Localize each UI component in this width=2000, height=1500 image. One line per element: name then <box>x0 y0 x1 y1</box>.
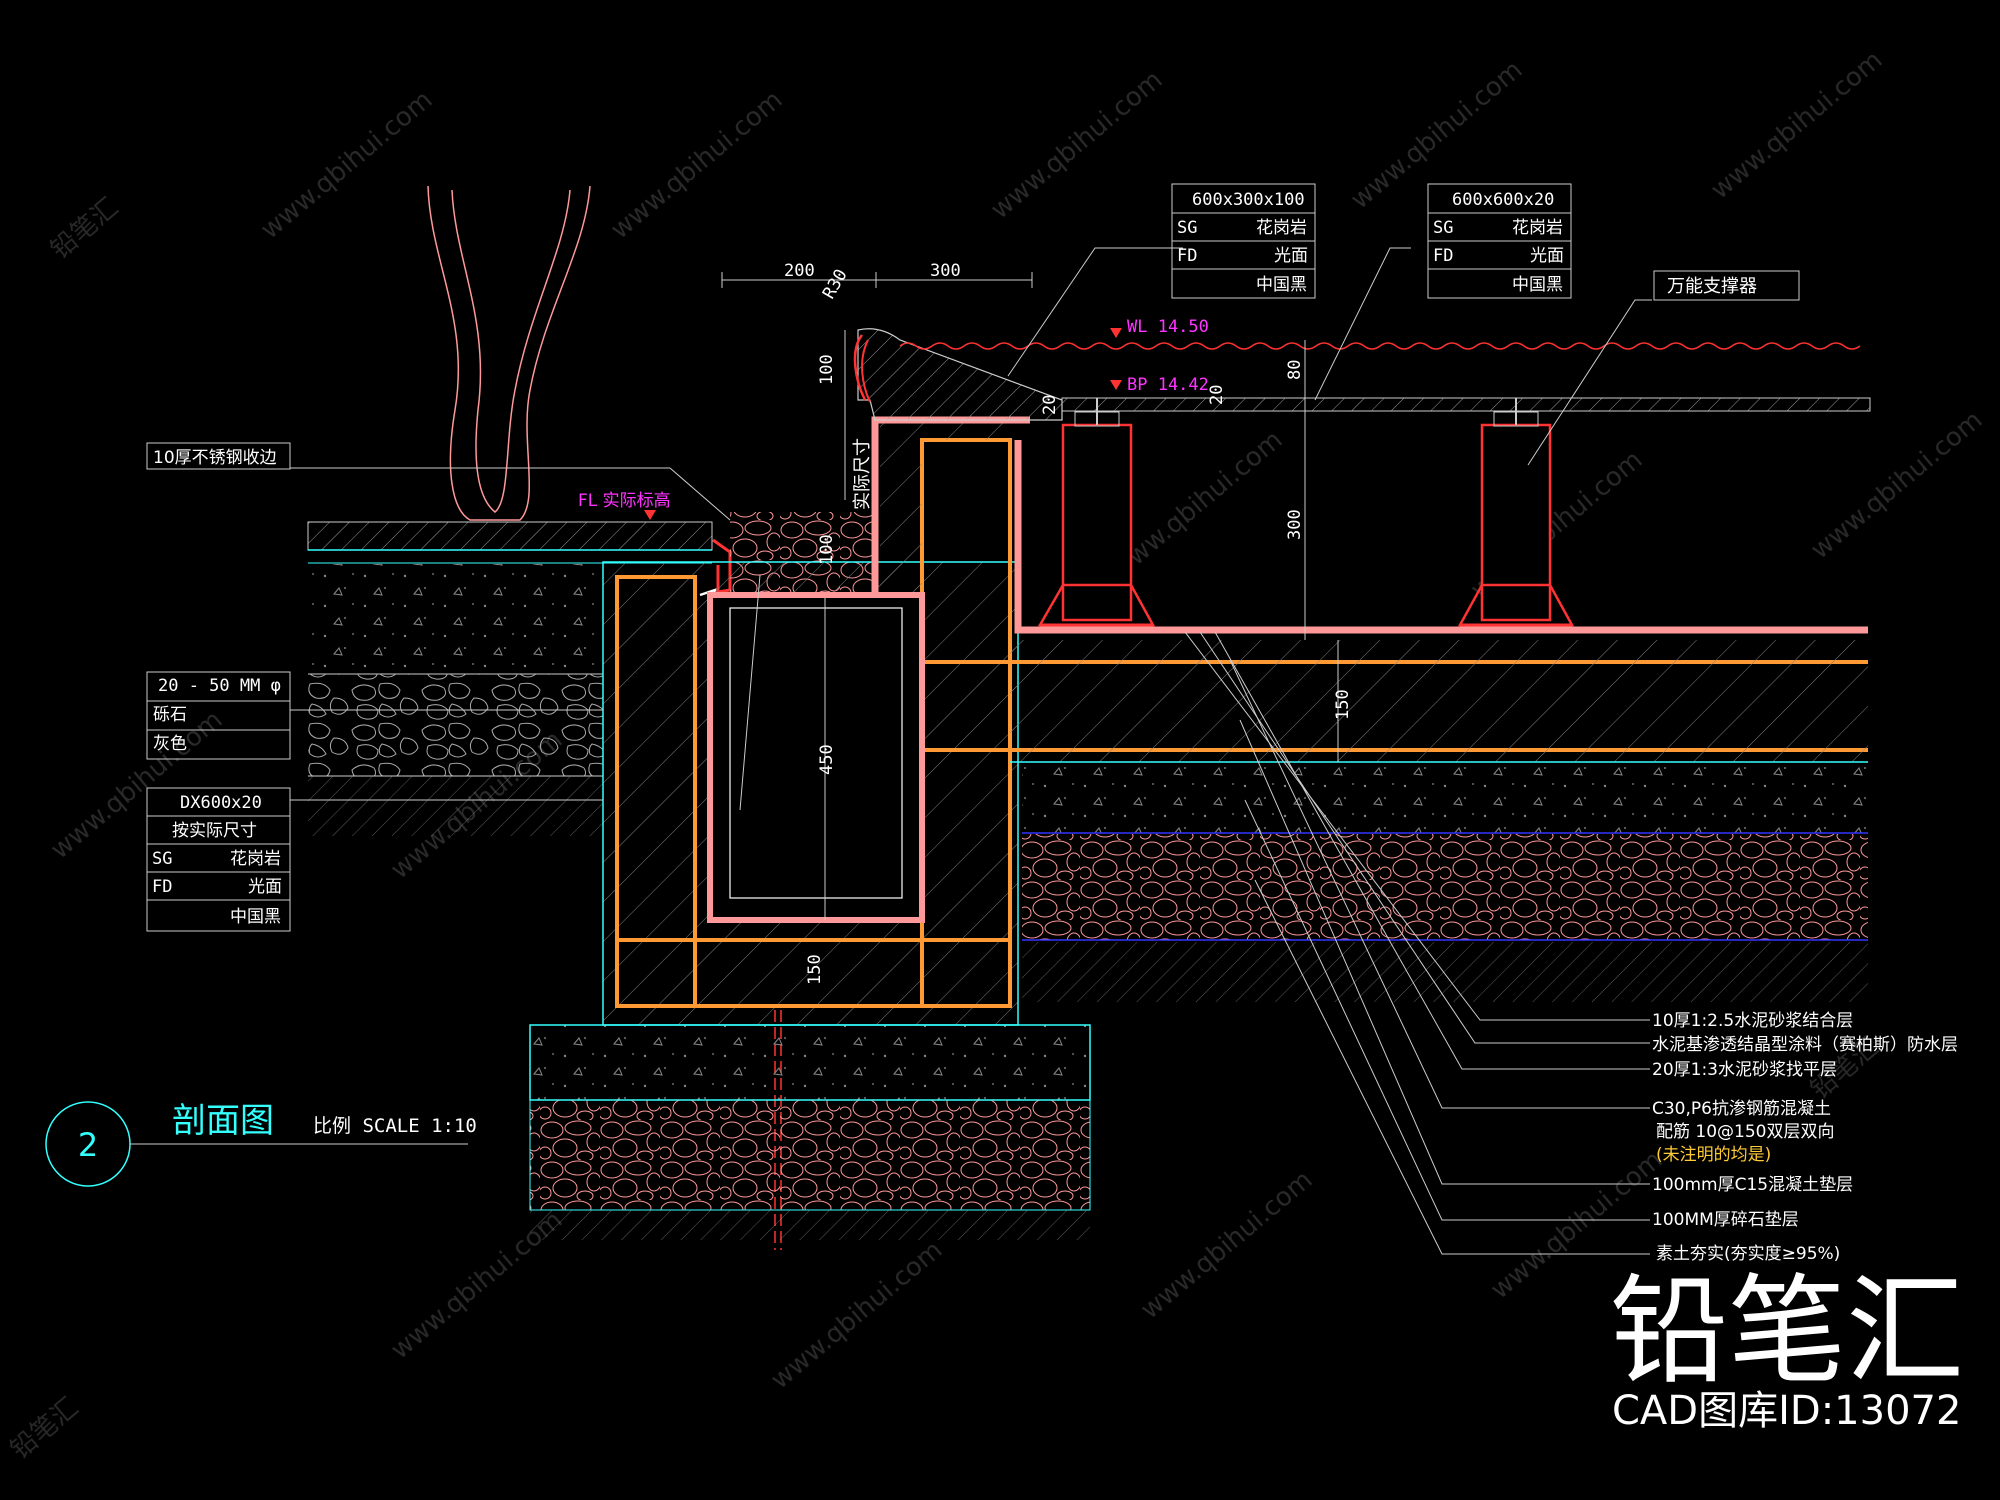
deck-size: 600x600x20 <box>1452 190 1554 210</box>
foundation <box>529 1024 1091 1240</box>
channel-wall <box>602 415 1868 1250</box>
pedestal-support <box>1457 398 1575 627</box>
coping-sg: SG <box>1177 218 1197 238</box>
dim-150b: 150 <box>1333 689 1353 720</box>
watermark-text: 铅笔汇 <box>45 192 124 265</box>
fl-marker: FL 实际标高 <box>578 491 671 511</box>
watermark-text: www.qbihui.com <box>45 705 228 865</box>
legend-line-4: C30,P6抗渗钢筋混凝土 <box>1652 1099 1831 1119</box>
coping-finish: 光面 <box>1274 246 1308 266</box>
label-gravel-table: 20 - 50 MM φ 砾石 灰色 <box>146 671 291 760</box>
label-deck-table: 600x600x20 SG 花岗岩 FD 光面 中国黑 <box>1427 183 1572 299</box>
elevation-markers: WL 14.50 BP 14.42 FL 实际标高 <box>578 317 1209 520</box>
watermark-text: www.qbihui.com <box>1135 1165 1318 1325</box>
section-title: 剖面图 <box>172 1101 274 1141</box>
water-line <box>899 342 1861 350</box>
brand-watermark: 铅笔汇 CAD图库ID:13072 <box>1610 1262 1964 1434</box>
grate-sg: SG <box>152 849 172 869</box>
section-number: 2 <box>78 1126 98 1164</box>
gravel-color: 灰色 <box>153 734 187 754</box>
deck-stone: 花岗岩 <box>1512 218 1563 238</box>
brand-logo: 铅笔汇 <box>1610 1262 1964 1400</box>
watermark-text: www.qbihui.com <box>985 65 1168 225</box>
grate-fd: FD <box>152 877 172 897</box>
actual-size-label: 实际尺寸 <box>852 438 873 510</box>
grate-size: DX600x20 <box>180 793 262 813</box>
watermark-text: www.qbihui.com <box>765 1235 948 1395</box>
gravel-size: 20 - 50 MM φ <box>158 676 281 696</box>
legend-line-2: 水泥基渗透结晶型涂料（赛柏斯）防水层 <box>1652 1034 1958 1055</box>
pedestal-support <box>1037 398 1156 627</box>
dim-80: 80 <box>1285 360 1305 380</box>
coping-color: 中国黑 <box>1256 275 1307 295</box>
dim-100a: 100 <box>817 354 837 385</box>
legend-line-1: 10厚1:2.5水泥砂浆结合层 <box>1652 1011 1853 1031</box>
grate-dim: 按实际尺寸 <box>172 821 257 841</box>
legend-line-8: 100MM厚碎石垫层 <box>1652 1210 1799 1230</box>
watermark-text: www.qbihui.com <box>1705 45 1888 205</box>
deck-sg: SG <box>1433 218 1453 238</box>
legend-line-6: (未注明的均是) <box>1656 1145 1771 1165</box>
legend-line-5: 配筋￼ 10@150双层双向 <box>1656 1122 1834 1142</box>
coping-fd: FD <box>1177 246 1197 266</box>
bp-marker: BP 14.42 <box>1127 375 1209 395</box>
grate-stone: 花岗岩 <box>230 849 281 869</box>
radius-label: R30 <box>819 266 852 303</box>
wl-marker: WL 14.50 <box>1127 317 1209 337</box>
leader-lines <box>290 247 1652 1255</box>
dim-300: 300 <box>1285 509 1305 540</box>
dim-20b: 20 <box>1207 385 1227 405</box>
dim-20a: 20 <box>1040 395 1060 415</box>
legend-line-3: 20厚1:3水泥砂浆找平层 <box>1652 1060 1837 1080</box>
deck-fd: FD <box>1433 246 1453 266</box>
title-block: 2 剖面图 比例 SCALE 1:10 <box>45 1101 477 1187</box>
gravel-material: 砾石 <box>153 705 187 725</box>
support-label-text: 万能支撑器 <box>1667 276 1757 297</box>
watermark-text: 铅笔汇 <box>5 1392 84 1465</box>
layer-legend: 10厚1:2.5水泥砂浆结合层 水泥基渗透结晶型涂料（赛柏斯）防水层 20厚1:… <box>1652 1011 1958 1264</box>
dim-150a: 150 <box>805 954 825 985</box>
dim-300: 300 <box>930 261 961 281</box>
deck-color: 中国黑 <box>1512 275 1563 295</box>
human-figure <box>427 185 591 521</box>
dim-200: 200 <box>784 261 815 281</box>
grate-color: 中国黑 <box>230 907 281 927</box>
legend-line-7: 100mm厚C15混凝土垫层 <box>1652 1175 1853 1195</box>
deck-finish: 光面 <box>1530 246 1564 266</box>
label-support: 万能支撑器 <box>1653 270 1800 301</box>
label-grate-table: DX600x20 按实际尺寸 SG 花岗岩 FD 光面 中国黑 <box>146 787 291 932</box>
label-coping-table: 600x300x100 SG 花岗岩 FD 光面 中国黑 <box>1171 183 1316 299</box>
watermark-text: www.qbihui.com <box>1805 405 1988 565</box>
watermark-text: www.qbihui.com <box>255 85 438 245</box>
coping-stone <box>853 328 1063 421</box>
legend-line-9: 素土夯实(夯实度≥95%) <box>1656 1244 1840 1264</box>
coping-stone: 花岗岩 <box>1256 218 1307 238</box>
label-edge: 10厚不锈钢收边 <box>146 442 291 470</box>
brand-id: CAD图库ID:13072 <box>1612 1388 1961 1434</box>
dim-450: 450 <box>817 744 837 775</box>
right-substrate <box>1010 640 1868 1002</box>
coping-size: 600x300x100 <box>1192 190 1305 210</box>
deck-system <box>1037 397 1871 627</box>
dim-100b: 100 <box>817 534 837 565</box>
watermark-text: www.qbihui.com <box>605 85 788 245</box>
watermark-text: www.qbihui.com <box>1105 425 1288 585</box>
grate-finish: 光面 <box>248 877 282 897</box>
edge-label-text: 10厚不锈钢收边 <box>153 448 277 468</box>
scale-label: 比例 SCALE 1:10 <box>313 1115 477 1137</box>
